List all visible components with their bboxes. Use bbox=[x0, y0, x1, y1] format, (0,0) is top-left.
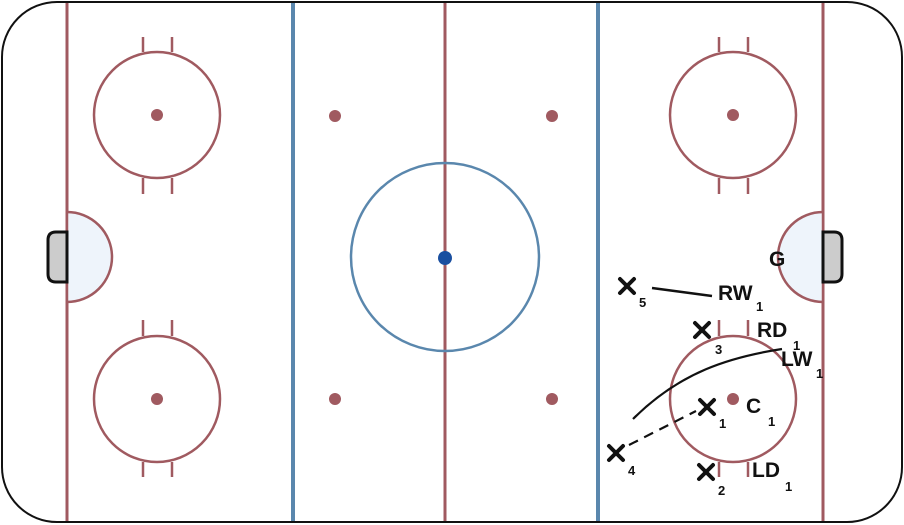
neutral-dot-bottom-left bbox=[329, 393, 341, 405]
label-rw: RW bbox=[718, 282, 753, 305]
faceoff-dot-right-bottom bbox=[727, 393, 739, 405]
x-marker-3 bbox=[693, 321, 711, 339]
faceoff-dot-left-bottom bbox=[151, 393, 163, 405]
faceoff-circle-left-top bbox=[92, 37, 222, 194]
pass-line-5-to-rw bbox=[651, 286, 713, 298]
neutral-dot-top-left bbox=[329, 110, 341, 122]
x-marker-5-number: 5 bbox=[639, 295, 646, 310]
neutral-dot-bottom-right bbox=[546, 393, 558, 405]
label-c: C bbox=[746, 395, 761, 418]
label-lw-sub: 1 bbox=[816, 366, 823, 381]
faceoff-dot-left-top bbox=[151, 109, 163, 121]
right-goal-net bbox=[821, 230, 844, 284]
faceoff-circle-right-top bbox=[668, 37, 798, 194]
left-goal-net bbox=[46, 230, 69, 284]
label-lw: LW bbox=[781, 348, 813, 371]
faceoff-dot-right-top bbox=[727, 109, 739, 121]
x-marker-2 bbox=[697, 463, 715, 481]
center-faceoff-dot bbox=[438, 251, 452, 265]
x-marker-1 bbox=[698, 398, 716, 416]
left-goal-crease bbox=[65, 210, 114, 304]
label-rd: RD bbox=[757, 319, 787, 342]
faceoff-circle-left-bottom bbox=[92, 320, 222, 477]
faceoff-circle-right-bottom bbox=[668, 320, 798, 477]
x-marker-4 bbox=[607, 444, 625, 462]
label-ld-sub: 1 bbox=[785, 479, 792, 494]
label-g: G bbox=[769, 248, 785, 271]
center-faceoff-circle bbox=[349, 161, 541, 353]
label-c-sub: 1 bbox=[768, 414, 775, 429]
neutral-dot-top-right bbox=[546, 110, 558, 122]
x-marker-3-number: 3 bbox=[715, 342, 722, 357]
skate-path-lw bbox=[632, 347, 783, 420]
label-rd-sub: 1 bbox=[793, 338, 800, 353]
label-rw-sub: 1 bbox=[756, 299, 763, 314]
x-marker-4-number: 4 bbox=[628, 463, 636, 478]
x-marker-1-number: 1 bbox=[719, 416, 726, 431]
right-goal-crease bbox=[776, 210, 825, 304]
x-marker-2-number: 2 bbox=[718, 483, 725, 498]
x-marker-5 bbox=[618, 277, 636, 295]
dashed-pass-4-to-1 bbox=[628, 410, 697, 446]
label-ld: LD bbox=[752, 459, 780, 482]
